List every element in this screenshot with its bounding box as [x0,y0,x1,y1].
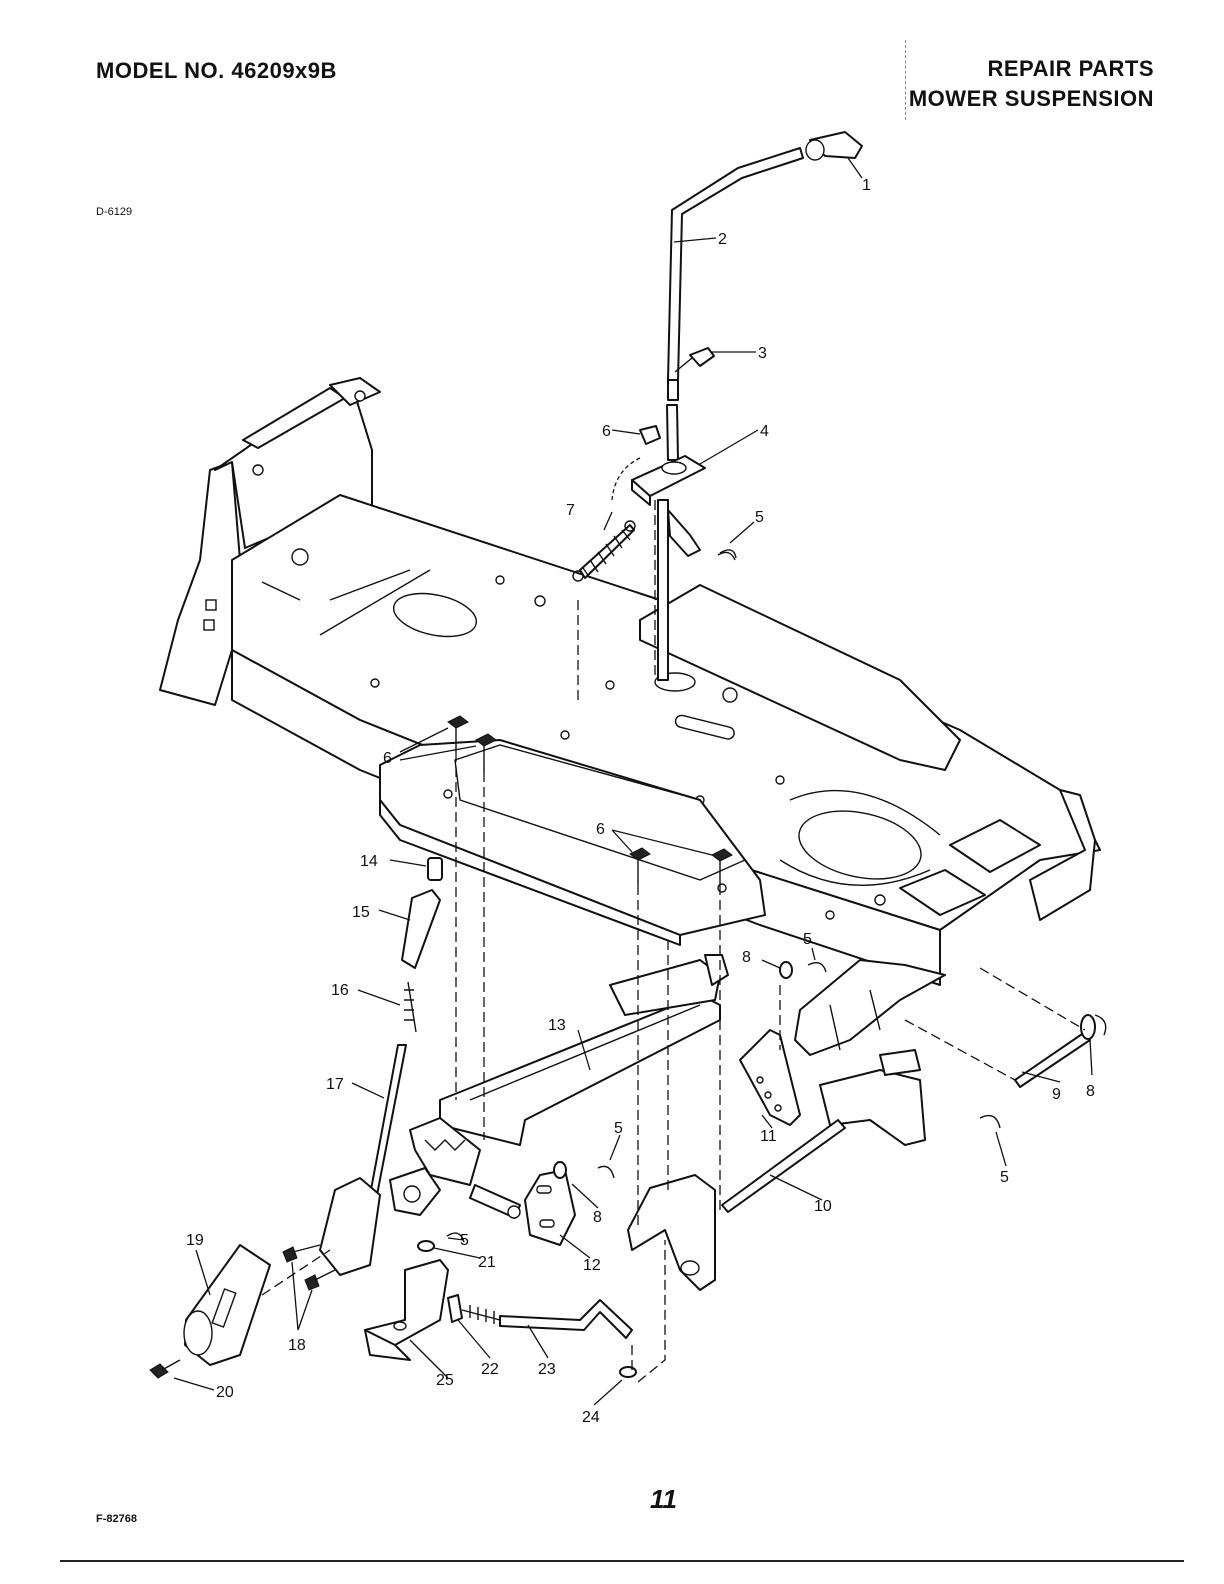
front-hanger-10 [627,1174,716,1291]
grip-15 [401,889,441,969]
callout-19: 19 [186,1232,204,1249]
callout-17: 17 [326,1076,344,1093]
callout-3: 3 [758,345,767,362]
lift-handle-rod [667,147,804,381]
callout-numbers: 1 2 3 4 5 6 7 6 6 14 15 16 13 17 8 5 9 8… [186,177,1095,1426]
callout-7: 7 [566,502,575,519]
callout-10: 10 [814,1198,832,1215]
spring-16 [404,981,417,1033]
lower-link-assembly [364,1240,637,1378]
callout-11: 11 [760,1128,777,1145]
ferrule-22 [447,1294,463,1323]
pivot-pin-9 [1014,1014,1107,1088]
alignment-lines [261,500,1086,1383]
rocker-shaft-13 [439,994,721,1146]
clips-and-washers [446,551,1001,1243]
bottom-rule [60,1560,1184,1562]
tractor-frame [159,377,1101,1056]
callout-13: 13 [548,1017,566,1034]
page-title-line1: REPAIR PARTS [987,56,1154,81]
lift-link-12 [524,1169,576,1246]
drawing-number: D-6129 [96,206,133,218]
callout-5-mid: 5 [803,931,812,948]
lift-link-11 [739,1029,801,1126]
callout-20: 20 [216,1384,234,1401]
lift-handle-assembly [667,131,863,401]
link-rod-23 [499,1299,633,1339]
callout-4: 4 [760,423,769,440]
lift-bracket-assembly [572,404,737,681]
callout-2: 2 [718,231,727,248]
scan-edge-line [905,40,906,120]
callout-8-center: 8 [593,1209,602,1226]
index-plate [409,1117,481,1186]
callout-12: 12 [583,1257,601,1274]
callout-1: 1 [862,177,871,194]
front-hanger-bar [379,739,766,946]
callout-25: 25 [436,1372,454,1389]
cap-14 [427,857,443,881]
callout-8-top: 8 [742,949,751,966]
callout-6-front: 6 [596,821,605,838]
callout-22: 22 [481,1361,499,1378]
washer-21 [417,1240,435,1252]
callout-5-lower: 5 [460,1232,469,1249]
page-title-line2: MOWER SUSPENSION [908,86,1154,111]
callout-6-top: 6 [602,423,611,440]
callout-16: 16 [331,982,349,999]
callout-15: 15 [352,904,370,921]
callout-23: 23 [538,1361,556,1378]
bolts-6 [447,715,733,885]
callout-24: 24 [582,1409,600,1426]
bracket-17 [319,1177,381,1276]
bracket-25 [364,1259,449,1346]
page-number-mark: 11 [650,1484,677,1514]
callout-5-center: 5 [614,1120,623,1137]
callout-8-right: 8 [1086,1083,1095,1100]
lift-linkage [439,954,926,1291]
callout-leaders [173,157,1093,1406]
callout-21: 21 [478,1254,496,1271]
figure-number: F-82768 [96,1513,137,1525]
spring-7 [579,524,635,579]
callout-18: 18 [288,1337,306,1354]
callout-5-top: 5 [755,509,764,526]
model-number: MODEL NO. 46209x9B [96,58,337,83]
callout-6-left: 6 [383,750,392,767]
height-adjust-assembly [149,857,481,1379]
callout-5-right: 5 [1000,1169,1009,1186]
washer-24 [619,1366,637,1378]
callout-14: 14 [360,853,378,870]
callout-9: 9 [1052,1086,1061,1103]
